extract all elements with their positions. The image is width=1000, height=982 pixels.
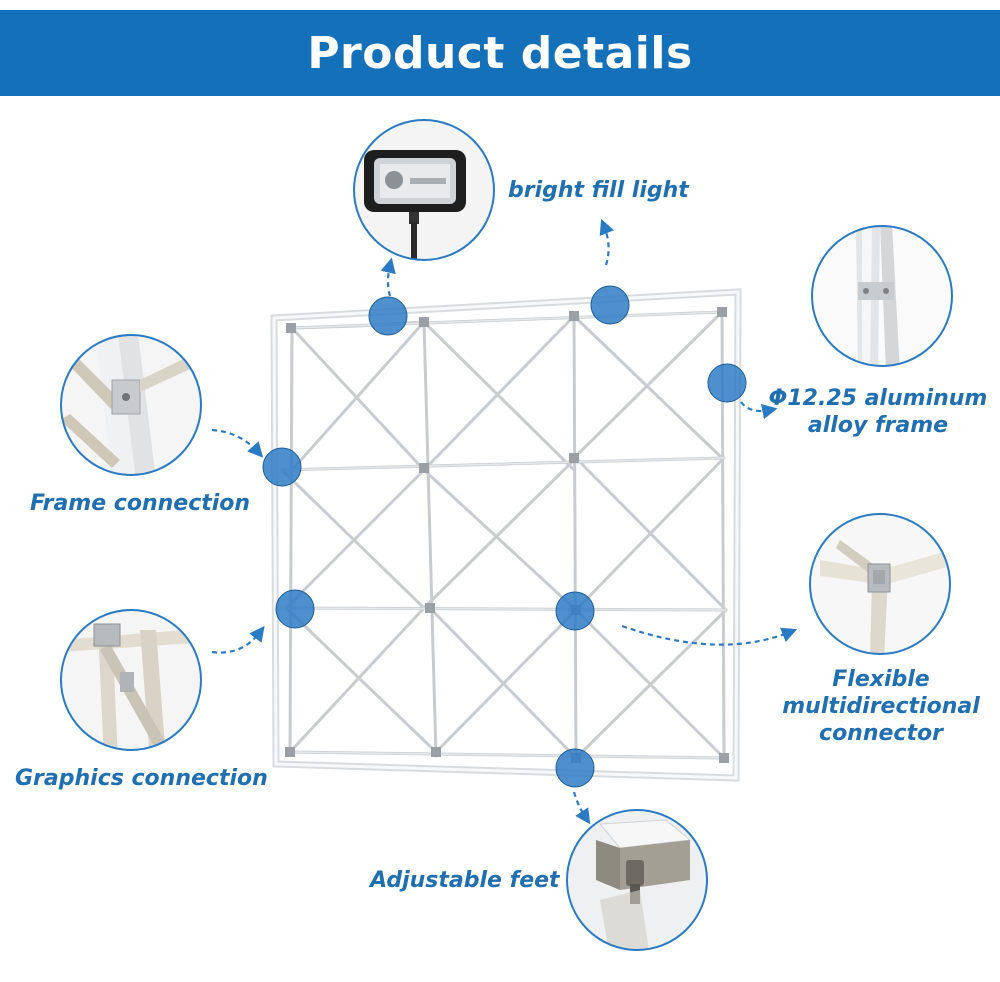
label-connector-line1: Flexible [832,667,930,692]
label-fill-light: bright fill light [508,178,689,203]
marker-feet [555,748,595,788]
arrow-feet [572,791,591,825]
detail-fill-light [353,119,495,261]
detail-graphics-connection [60,609,202,751]
detail-adjustable-feet [566,809,708,951]
arrow-fill-light-left [380,257,396,297]
arrow-frame-connection [211,428,264,458]
label-connector-line2: multidirectional [782,694,980,719]
label-aluminum-frame-line1: Φ12.25 aluminum [768,386,988,411]
detail-aluminum-tube [811,225,953,367]
label-adjustable-feet: Adjustable feet [370,868,560,893]
marker-frame-connection [262,447,302,487]
detail-connector [809,513,951,655]
marker-graphics-connection [275,589,315,629]
page-title: Product details [307,27,693,79]
marker-connector [555,591,595,631]
label-frame-connection: Frame connection [30,491,251,516]
arrow-connector [621,624,798,646]
title-banner: Product details [0,10,1000,96]
arrow-fill-light-right [599,218,615,266]
callout-arrows [211,218,798,825]
label-aluminum-frame-line2: alloy frame [807,413,949,438]
marker-frame-tube [707,363,747,403]
arrow-frame-tube [740,401,778,420]
label-aluminum-frame: Φ12.25 aluminum alloy frame [768,385,988,439]
marker-fill-light-right [590,285,630,325]
label-graphics-connection: Graphics connection [15,766,268,791]
label-connector-line3: connector [819,721,943,746]
popup-frame [270,288,742,782]
detail-frame-connection [60,334,202,476]
label-connector: Flexible multidirectional connector [776,666,986,747]
marker-fill-light-left [368,296,408,336]
arrow-graphics-connection [211,625,265,654]
marker-group [262,285,747,788]
